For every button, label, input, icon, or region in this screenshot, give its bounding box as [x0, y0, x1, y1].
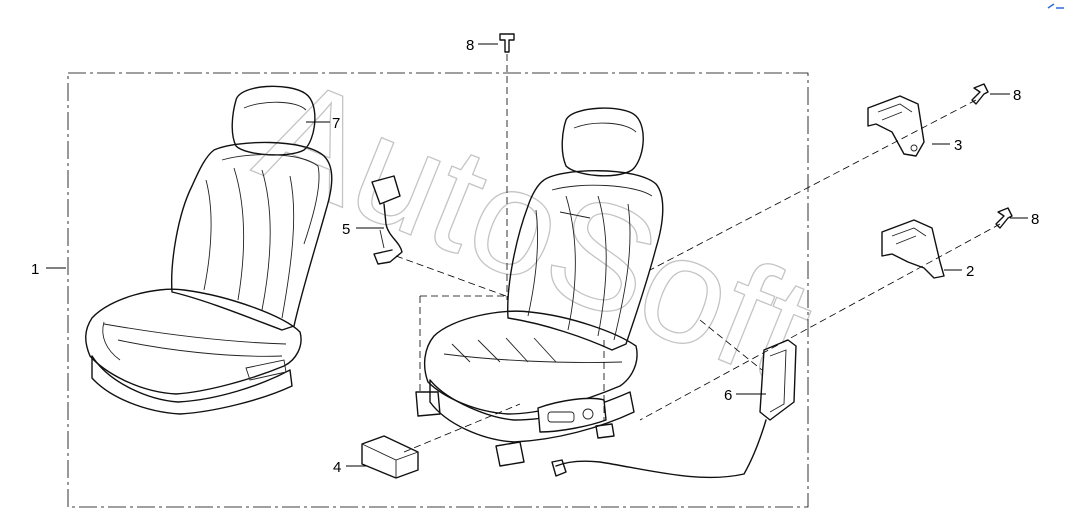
- watermark-text: AutoSoft: [238, 44, 834, 415]
- seat-right: [415, 107, 664, 467]
- callout-7: 7: [332, 115, 340, 132]
- callout-8-lower-right: 8: [1031, 211, 1039, 228]
- leader-lines: [46, 43, 1028, 467]
- bolt-top: [499, 33, 515, 53]
- part-4-module: [361, 435, 419, 479]
- part-2-bracket: [881, 219, 945, 279]
- seat-assembly-left: [85, 85, 333, 415]
- callout-3: 3: [954, 137, 962, 154]
- callout-4: 4: [333, 459, 341, 476]
- part-3-bracket: [867, 95, 925, 157]
- assembly-lines: [395, 54, 1001, 453]
- callout-6: 6: [724, 387, 732, 404]
- callout-1: 1: [31, 261, 39, 278]
- part-5-buckle: [371, 175, 403, 265]
- bolt-upper-right: [971, 83, 989, 105]
- watermark: AutoSoft: [237, 43, 835, 416]
- callout-5: 5: [342, 221, 350, 238]
- bolt-lower-right: [995, 207, 1013, 229]
- assembly-frame: [67, 72, 809, 508]
- part-6-airbag: [551, 339, 797, 479]
- callout-2: 2: [966, 263, 974, 280]
- logo-mark-icon: [1047, 3, 1064, 9]
- callout-8-top: 8: [466, 37, 474, 54]
- callout-8-upper-right: 8: [1013, 87, 1021, 104]
